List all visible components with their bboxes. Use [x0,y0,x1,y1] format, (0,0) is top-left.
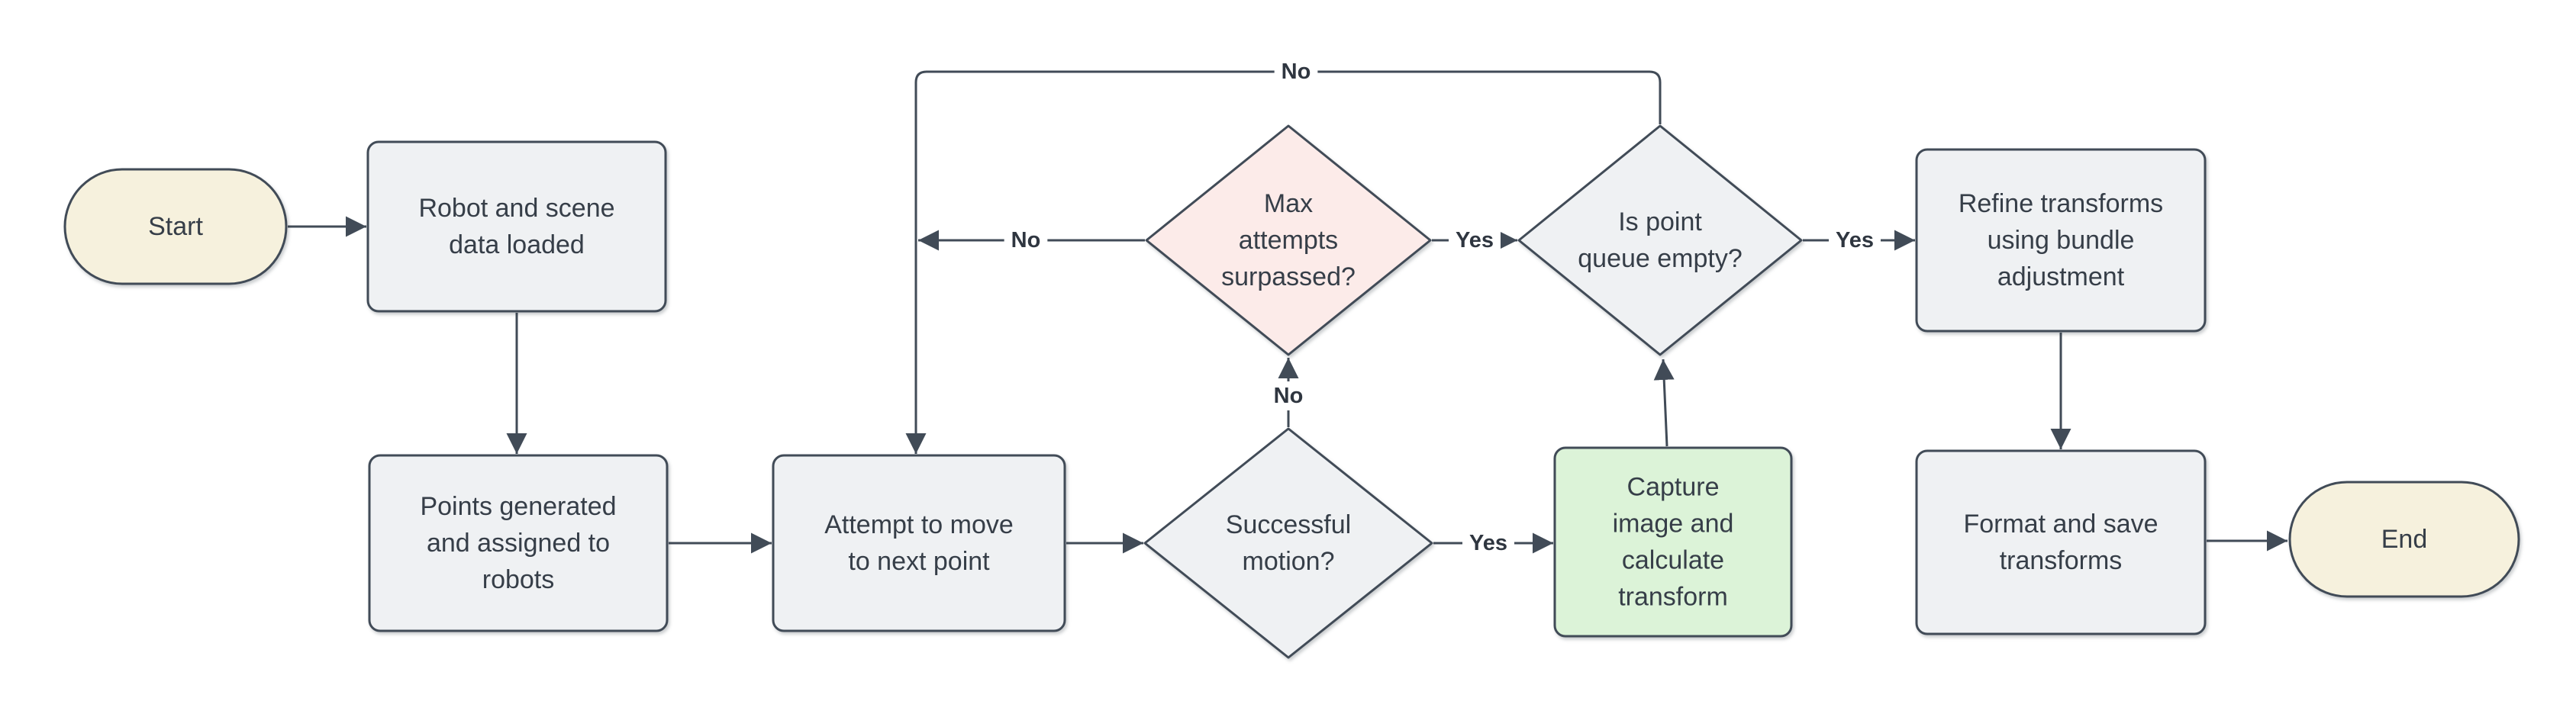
edge-label: No [1282,60,1311,84]
edge-max-no-to-attempt-line: No [918,226,1145,255]
node-label: End [2381,525,2428,554]
decision-shape [1517,124,1803,356]
edge-queue-yes-to-refine: Yes [1803,226,1915,255]
edge-label: No [1274,384,1304,408]
edge-successful-yes-to-capture: Yes [1433,529,1553,558]
decision-shape [1145,124,1432,356]
decision-shape [1143,427,1433,659]
edge-label: Yes [1469,531,1507,555]
process-shape [772,454,1066,632]
process-shape [1553,446,1793,638]
node-label: Start [148,212,203,241]
process-shape [366,140,667,313]
edge-label: Yes [1456,228,1494,252]
edge-queue-no-loop-to-attempt: No [905,57,1662,454]
edge-successful-no-to-max: No [1266,358,1311,427]
terminator-shape [2288,481,2520,598]
process-shape [1915,449,2207,635]
process-shape [368,454,669,632]
edge-capture-to-queue [1653,359,1675,447]
edge-label: No [1011,228,1041,252]
edge-label: Yes [1836,228,1874,252]
node-start: Start [63,168,288,285]
process-shape [1915,148,2207,333]
terminator-shape [63,168,288,285]
edge-max-yes-to-queue: Yes [1432,226,1517,255]
node-end: End [2288,481,2520,598]
